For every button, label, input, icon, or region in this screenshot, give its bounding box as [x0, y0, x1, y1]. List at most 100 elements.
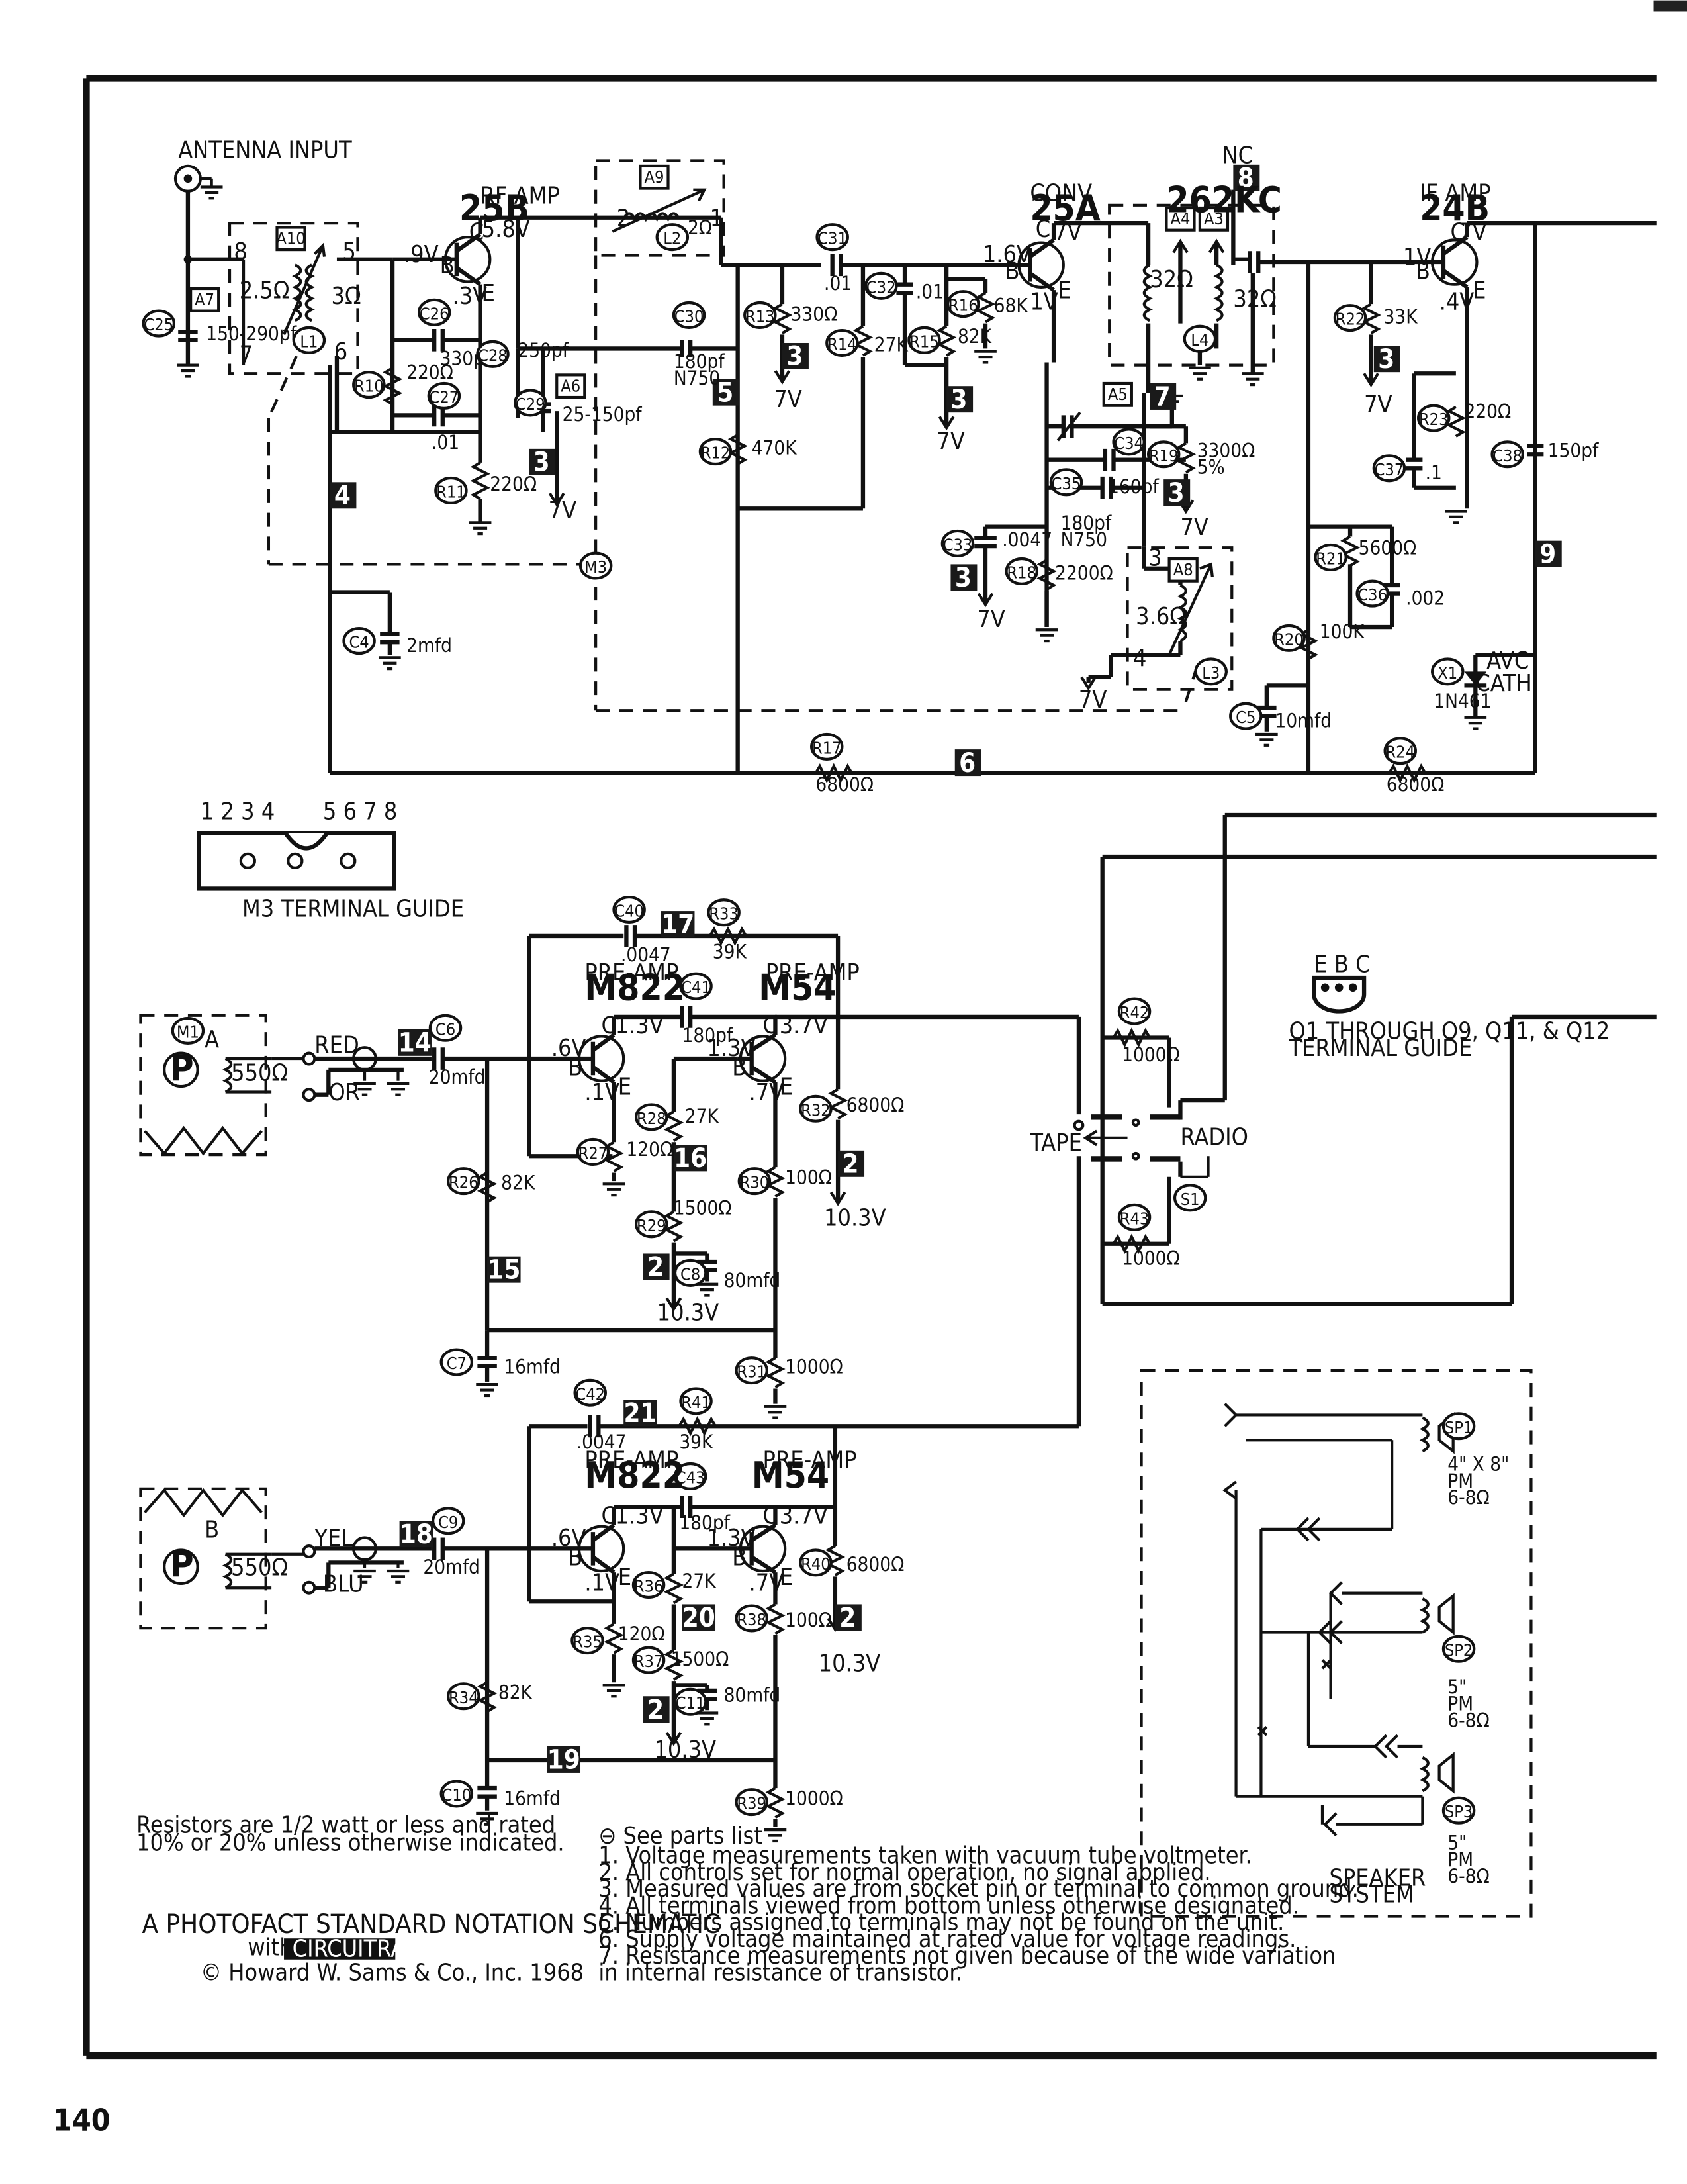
terminal-2d: 2 — [643, 1695, 670, 1725]
svg-text:7V: 7V — [1459, 218, 1486, 246]
footer-title: A PHOTOFACT STANDARD NOTATION SCHEMATIC — [142, 1909, 720, 1940]
svg-text:3: 3 — [533, 448, 550, 478]
component-s1: S1 — [1173, 1184, 1207, 1212]
svg-text:2: 2 — [647, 1252, 664, 1282]
terminal-9: 9 — [1535, 539, 1562, 569]
component-ref-label: R23 — [1419, 410, 1449, 429]
component-value-label: 120Ω — [626, 1138, 673, 1161]
component-value-label: 20mfd — [423, 1556, 480, 1578]
speaker-system-wiring — [1140, 1369, 1533, 1918]
audio-channel-b-wiring — [139, 1415, 1079, 1841]
component-a6: A6 — [555, 373, 586, 399]
q2-type: 25A — [1030, 187, 1101, 229]
component-l3: L3 — [1194, 657, 1228, 686]
svg-text:3: 3 — [951, 385, 968, 415]
component-l1: L1 — [292, 326, 326, 354]
component-ref-label: R31 — [737, 1362, 766, 1382]
svg-text:3: 3 — [1378, 344, 1394, 375]
svg-text:B: B — [732, 1054, 747, 1081]
q5-function: PRE-AMP — [766, 959, 860, 986]
svg-text:1.3V: 1.3V — [616, 1502, 664, 1529]
svg-text:SPEAKER: SPEAKER — [1329, 1864, 1426, 1891]
q7-type: M54 — [752, 1454, 829, 1496]
svg-text:14: 14 — [398, 1028, 432, 1059]
component-ref-label: C8 — [680, 1264, 700, 1284]
svg-text:7: 7 — [240, 341, 253, 368]
svg-text:Resistors are 1/2 watt or less: Resistors are 1/2 watt or less and rated — [136, 1811, 555, 1838]
component-value-label: 100Ω — [785, 1609, 832, 1631]
svg-text:YEL: YEL — [314, 1525, 353, 1552]
terminal-3e: 3 — [950, 563, 978, 593]
svg-text:3.7V: 3.7V — [780, 1012, 828, 1039]
component-value-label: 100Ω — [785, 1166, 832, 1188]
svg-text:B: B — [1416, 258, 1430, 285]
component-value-label: 39K — [679, 1431, 713, 1453]
component-value-label: 220Ω — [490, 473, 537, 495]
component-value-label: 6-8Ω — [1447, 1709, 1490, 1732]
terminal-19: 19 — [547, 1745, 581, 1776]
svg-text:C: C — [1450, 218, 1465, 246]
svg-text:8: 8 — [1238, 163, 1254, 193]
component-value-label: .01 — [916, 281, 944, 303]
component-ref-label: C36 — [1357, 585, 1387, 604]
svg-text:CATH: CATH — [1475, 670, 1532, 697]
svg-text:BLU: BLU — [323, 1571, 364, 1598]
if-frequency-label: 262KC — [1166, 178, 1281, 220]
component-value-label: 4" X 8" — [1447, 1453, 1509, 1476]
component-value-label: .002 — [1406, 587, 1445, 609]
svg-text:6: 6 — [959, 748, 976, 779]
component-c36: C36 .002 — [1355, 579, 1445, 609]
terminal-3d: 3 — [1163, 478, 1191, 508]
component-ref-label: C11 — [676, 1693, 706, 1713]
svg-text:3.6Ω: 3.6Ω — [1136, 603, 1186, 630]
svg-text:3: 3 — [786, 342, 803, 372]
svg-text:2: 2 — [839, 1603, 856, 1633]
terminal-20: 20 — [682, 1603, 716, 1633]
component-ref-label: R29 — [637, 1216, 666, 1235]
svg-text:3: 3 — [1148, 545, 1162, 572]
component-ref-label: R13 — [745, 307, 775, 326]
component-value-label: 68K — [994, 295, 1028, 317]
component-value-label: 6-8Ω — [1447, 1865, 1490, 1887]
svg-text:2: 2 — [843, 1149, 859, 1179]
component-value-label: 3300Ω — [1197, 439, 1255, 461]
component-value-label: 5% — [1197, 456, 1225, 479]
svg-text:550Ω: 550Ω — [231, 1060, 288, 1087]
component-value-label: 6800Ω — [846, 1553, 905, 1576]
component-c42: C42.0047 — [573, 1378, 626, 1453]
svg-text:C: C — [763, 1012, 778, 1039]
svg-text:3: 3 — [1168, 478, 1185, 508]
terminal-4: 4 — [330, 481, 357, 511]
svg-text:B: B — [205, 1517, 219, 1544]
component-value-label: 120Ω — [618, 1623, 665, 1645]
svg-text:32Ω: 32Ω — [1150, 266, 1193, 293]
component-ref-label: S1 — [1181, 1190, 1200, 1209]
component-value-label: 33K — [1384, 306, 1418, 328]
component-value-label: 16mfd — [504, 1355, 561, 1378]
q3-function: IF AMP — [1420, 179, 1490, 207]
q1-type: 25B — [459, 187, 529, 229]
q4-function: PRE-AMP — [584, 959, 678, 986]
svg-text:8: 8 — [234, 238, 247, 265]
svg-text:E: E — [618, 1074, 631, 1101]
svg-text:3.7V: 3.7V — [780, 1502, 828, 1529]
svg-text:1.3V: 1.3V — [707, 1035, 755, 1062]
component-value-label: 1000Ω — [1122, 1247, 1180, 1269]
component-ref-label: R37 — [634, 1652, 664, 1671]
component-value-label: 1500Ω — [671, 1648, 729, 1670]
